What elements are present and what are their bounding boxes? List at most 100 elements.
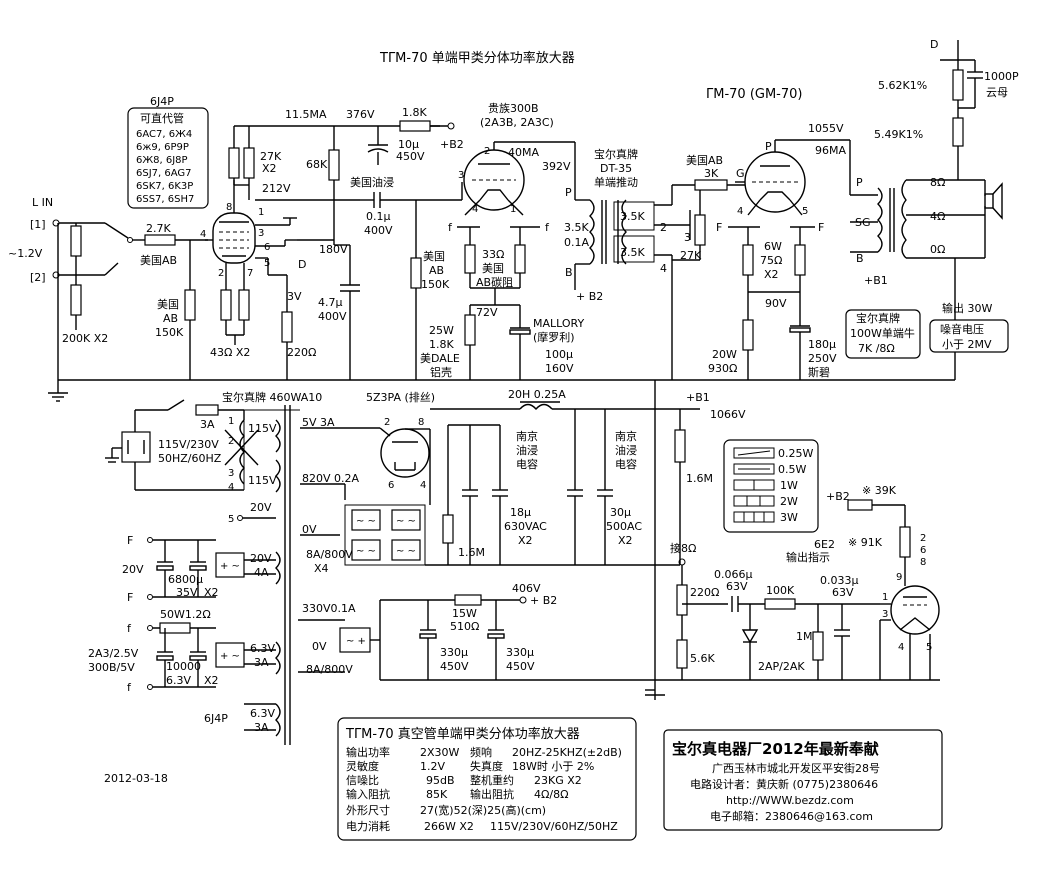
t1-brand: 宝尔真牌 — [594, 147, 638, 161]
v3-grid-r-value: 3K — [704, 167, 719, 180]
ot-tap-4: 4Ω — [930, 210, 945, 223]
psu-diode: 8A/800V — [306, 548, 353, 561]
grid-r-value: 150K — [421, 278, 450, 291]
t1-sec-2: 3.5K — [620, 246, 645, 259]
psu-pin-3: 3 — [228, 468, 234, 479]
svg-text:~ ~: ~ ~ — [396, 516, 416, 527]
cap2-count: X2 — [618, 534, 633, 547]
svg-text:信噪比: 信噪比 — [346, 774, 379, 787]
v3-p: P — [765, 140, 772, 153]
svg-text:输入阻抗: 输入阻抗 — [346, 787, 390, 801]
bleeder-1: 1.6M — [458, 546, 485, 559]
input-wiring — [52, 219, 208, 380]
v3-g: G — [736, 167, 745, 180]
v1-sub-5: 6SK7, 6K3P — [136, 181, 193, 192]
fil-v1-winding-v: 6.3V — [250, 707, 275, 720]
psu-pin-4: 4 — [228, 482, 234, 493]
v1-screen-voltage: 180V — [319, 243, 348, 256]
cap1-brand: 南京 — [516, 429, 538, 443]
fil20-cap-v: 35V — [176, 586, 198, 599]
fil20-20v: 20V — [122, 563, 144, 576]
v2-pin-4: 4 — [472, 204, 478, 215]
v1-cathode-voltage: 3V — [287, 290, 302, 303]
v1-cap-value: 10μ — [398, 138, 419, 151]
ot-desc: 100W单端牛 — [850, 326, 915, 340]
v2-fil-2: f — [545, 221, 550, 234]
ind-title: 6E2 — [814, 538, 835, 551]
v1-pin-7: 7 — [247, 268, 253, 279]
v1-sub-2: 6ж9, 6P9P — [136, 142, 189, 153]
v1-pin-4: 4 — [200, 229, 206, 240]
spec-row: 灵敏度 1.2V 失真度 18W时 小于 2% — [346, 759, 594, 773]
spec-row: 输入阻抗 85K 输出阻抗 4Ω/8Ω — [346, 787, 569, 801]
ind-pin-6: 6 — [920, 545, 926, 556]
rect-pin-8: 8 — [418, 417, 424, 428]
v1-grid-resistor-3: 150K — [155, 326, 184, 339]
ot-sg: SG — [855, 216, 871, 229]
filament-20v: + ~ — [147, 537, 281, 600]
v2-cathode-r-3: 美DALE — [420, 352, 460, 365]
cap1-value: 18μ — [510, 506, 531, 519]
svg-text:~ ~: ~ ~ — [396, 546, 416, 557]
cap2-voltage: 500AC — [606, 520, 642, 533]
spec-row: 输出功率 2X30W 频响 20HZ-25KHZ(±2dB) — [346, 745, 622, 759]
fil-v1-tube: 6J4P — [204, 712, 228, 725]
ot-tap-0: 0Ω — [930, 243, 945, 256]
legend-1w: 1W — [780, 479, 798, 492]
b2-node: + B2 — [530, 594, 557, 607]
company-web: http://WWW.bezdz.com — [726, 794, 854, 807]
power-transformer — [105, 399, 300, 745]
hv-filter — [425, 380, 700, 700]
b2-resistor-v: 510Ω — [450, 620, 479, 633]
b2-supply: ~ + — [298, 594, 655, 681]
fil20-x2: X2 — [204, 586, 219, 599]
spec-row: 电力消耗 266W X2 115V/230V/60HZ/50HZ — [346, 819, 618, 833]
ind-pin-3: 3 — [882, 609, 888, 620]
spec-row: 信噪比 95dB 整机重约 23KG X2 — [346, 773, 582, 787]
v1-sub-3: 6Ж8, 6J8P — [136, 155, 188, 166]
v1-cathode-resistor: 43Ω X2 — [210, 346, 250, 359]
fil63-r: 50W1.2Ω — [160, 608, 211, 621]
svg-text:输出功率: 输出功率 — [346, 745, 390, 759]
v3-cathode-r-2: 930Ω — [708, 362, 737, 375]
ind-r56: 5.6K — [690, 652, 715, 665]
fb-cap-type: 云母 — [986, 86, 1008, 99]
v2-tube-name: 贵族300B — [488, 101, 539, 115]
screen-cap-value: 4.7μ — [318, 296, 343, 309]
fb-cap: 1000P — [984, 70, 1019, 83]
v1-tube — [205, 200, 297, 290]
v3-fil-r-2: 75Ω — [760, 254, 782, 267]
v2-cathode-r-2: 1.8K — [429, 338, 454, 351]
t1-b: B — [565, 266, 573, 279]
noise-value: 小于 2MV — [942, 338, 992, 351]
v1-plate-resistor-x2: X2 — [262, 162, 277, 175]
svg-text:+ ~: + ~ — [220, 651, 240, 662]
v3-current: 96MA — [815, 144, 846, 157]
v3-tube — [735, 139, 878, 216]
v3-tube-name: ΓM-70 (GM-70) — [706, 87, 803, 102]
cap1-count: X2 — [518, 534, 533, 547]
v3-fil-1: F — [716, 221, 722, 234]
hv-voltage: 1066V — [710, 408, 746, 421]
v1-cathode-r220: 220Ω — [287, 346, 316, 359]
ind-pin-5: 5 — [926, 642, 932, 653]
t1-b2: + B2 — [576, 290, 603, 303]
fil63-cap-v: 6.3V — [166, 674, 191, 687]
v1-pin-1: 1 — [258, 207, 264, 218]
v1-subs-box — [127, 107, 209, 209]
b2-cap1: 330μ — [440, 646, 468, 659]
v1-pin-3: 3 — [258, 228, 264, 239]
fil20-f2: F — [127, 591, 133, 604]
ot-b1: +B1 — [864, 274, 888, 287]
legend-3w: 3W — [780, 511, 798, 524]
legend-symbols — [733, 447, 775, 523]
v2-cathode-cap-1: MALLORY — [533, 317, 584, 330]
v1-plate-voltage: 212V — [262, 182, 291, 195]
noise-label: 噪音电压 — [940, 322, 984, 336]
input-resistor-label: 2.7K — [146, 222, 171, 235]
b2-diode: 8A/800V — [306, 663, 353, 676]
ot-p: P — [856, 176, 863, 189]
v2-cathode-cap-4: 160V — [545, 362, 574, 375]
psu-hv-0v: 0V — [302, 523, 317, 536]
svg-text:23KG X2: 23KG X2 — [534, 774, 582, 787]
